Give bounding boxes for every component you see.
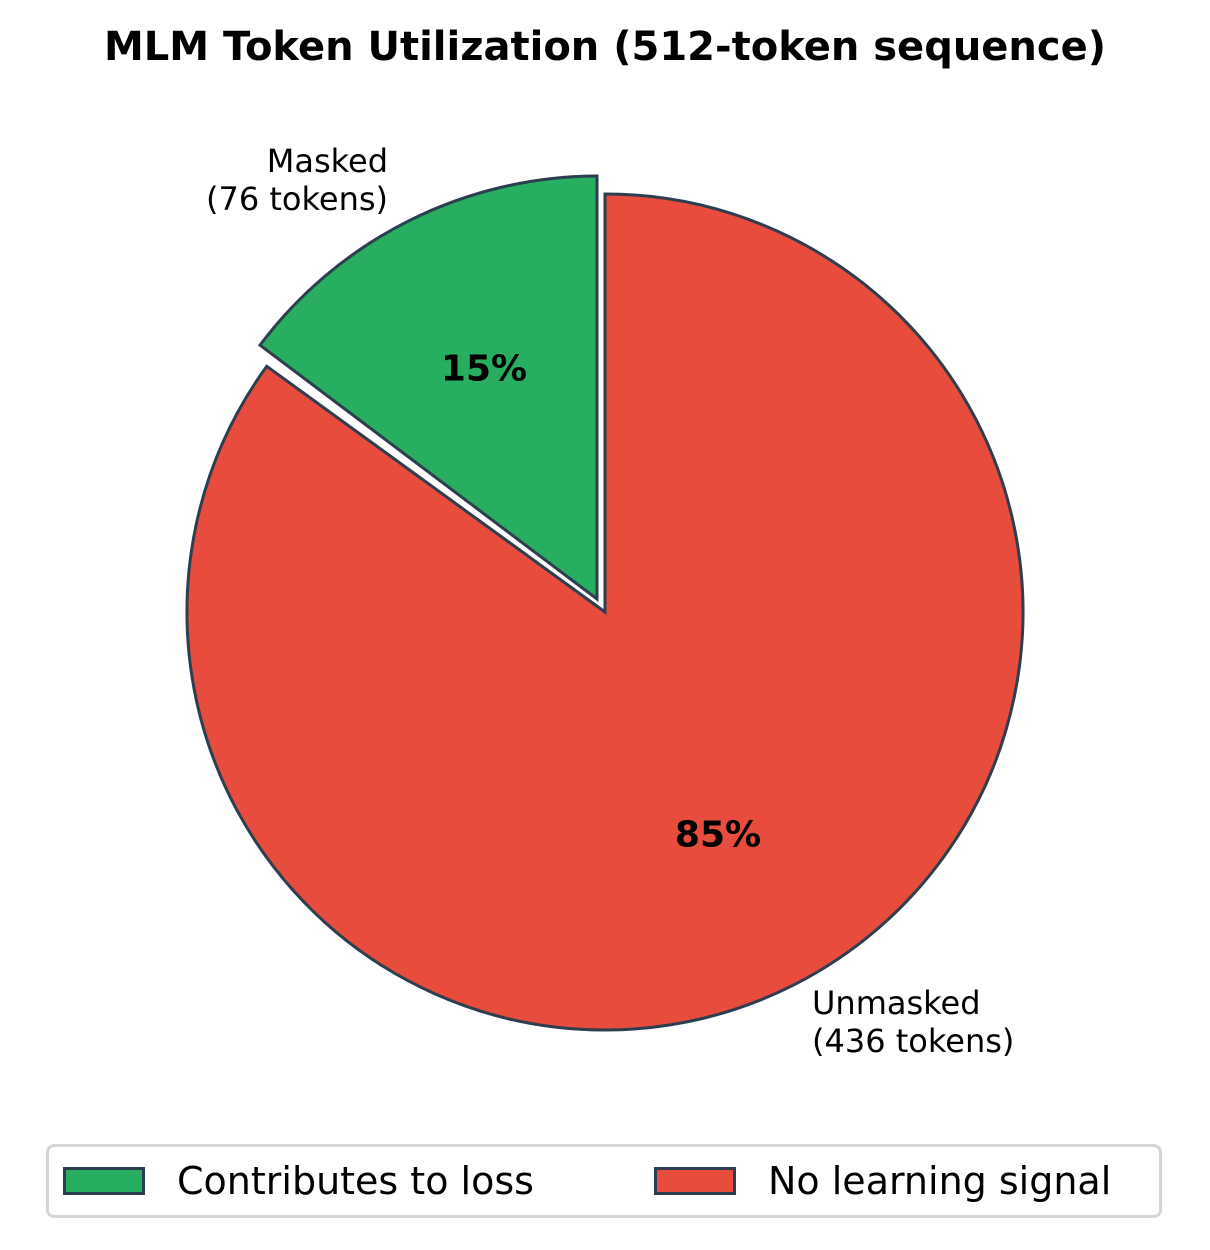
legend-label: Contributes to loss bbox=[177, 1159, 534, 1203]
unmasked-percent-label: 85% bbox=[674, 814, 762, 856]
unmasked-label-name: Unmasked bbox=[812, 984, 981, 1022]
masked-label-count: (76 tokens) bbox=[205, 180, 388, 218]
pie-slice-unmasked bbox=[185, 192, 1025, 1032]
legend-swatch-red bbox=[654, 1167, 736, 1195]
masked-label-name: Masked bbox=[266, 142, 388, 180]
unmasked-slice-label: Unmasked (436 tokens) bbox=[812, 984, 1014, 1060]
pie-slice-masked bbox=[257, 174, 599, 603]
legend-item-contributes: Contributes to loss bbox=[63, 1147, 534, 1215]
chart-title: MLM Token Utilization (512-token sequenc… bbox=[103, 24, 1107, 70]
masked-percent-label: 15% bbox=[440, 348, 528, 390]
unmasked-label-count: (436 tokens) bbox=[812, 1022, 1015, 1060]
masked-slice-label: Masked (76 tokens) bbox=[206, 142, 388, 218]
legend-item-no-signal: No learning signal bbox=[654, 1147, 1111, 1215]
legend-swatch-green bbox=[63, 1167, 145, 1195]
legend: Contributes to loss No learning signal bbox=[46, 1144, 1162, 1218]
legend-label: No learning signal bbox=[768, 1159, 1112, 1203]
